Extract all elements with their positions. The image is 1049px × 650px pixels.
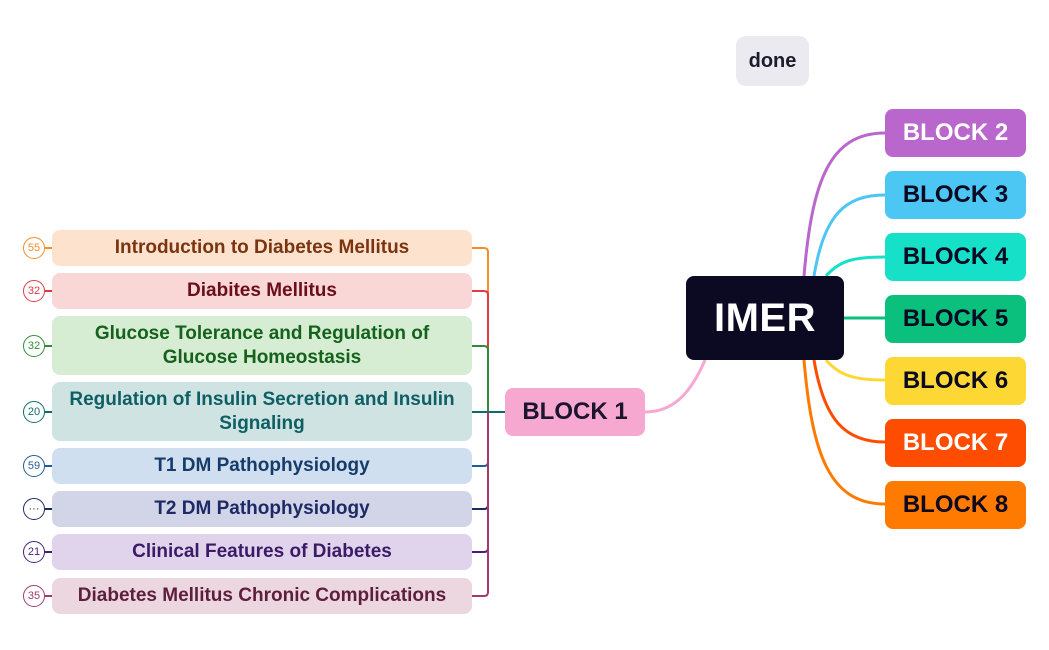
count-badge[interactable]: 21: [23, 541, 45, 563]
block-4-node[interactable]: BLOCK 4: [885, 233, 1026, 281]
connector-topic-5: [472, 412, 489, 467]
block-8-node[interactable]: BLOCK 8: [885, 481, 1026, 529]
connector-block-6: [824, 359, 886, 382]
root-node-imer[interactable]: IMER: [686, 276, 844, 360]
block-1-node[interactable]: BLOCK 1: [505, 388, 645, 436]
connector-topic-6: [472, 412, 489, 510]
count-badge[interactable]: 32: [23, 280, 45, 302]
block-5-node[interactable]: BLOCK 5: [885, 295, 1026, 343]
topic-t2-dm-pathophysiology[interactable]: T2 DM Pathophysiology: [52, 491, 472, 527]
topic-chronic-complications[interactable]: Diabetes Mellitus Chronic Complications: [52, 578, 472, 614]
connector-block-4: [824, 255, 886, 277]
connector-topic-1: [472, 247, 505, 413]
connector-block-2: [802, 131, 886, 277]
connector-block-1: [644, 359, 707, 414]
connector-topic-7: [472, 412, 489, 553]
count-badge[interactable]: 55: [23, 237, 45, 259]
topic-insulin-secretion-signaling[interactable]: Regulation of Insulin Secretion and Insu…: [52, 382, 472, 441]
topic-glucose-tolerance[interactable]: Glucose Tolerance and Regulation of Gluc…: [52, 316, 472, 375]
count-badge[interactable]: 35: [23, 585, 45, 607]
count-badge[interactable]: 59: [23, 455, 45, 477]
connector-topic-3: [472, 345, 489, 412]
connector-block-8: [802, 359, 886, 506]
block-3-node[interactable]: BLOCK 3: [885, 171, 1026, 219]
topic-clinical-features-of-diabetes[interactable]: Clinical Features of Diabetes: [52, 534, 472, 570]
count-badge[interactable]: 32: [23, 335, 45, 357]
topic-introduction-to-diabetes-mellitus[interactable]: Introduction to Diabetes Mellitus: [52, 230, 472, 266]
connector-block-7: [812, 359, 886, 444]
topic-diabites-mellitus[interactable]: Diabites Mellitus: [52, 273, 472, 309]
block-2-node[interactable]: BLOCK 2: [885, 109, 1026, 157]
connector-block-3: [812, 193, 886, 277]
count-badge[interactable]: 20: [23, 401, 45, 423]
connector-topic-2: [472, 290, 489, 412]
connector-topic-8: [472, 412, 489, 597]
done-button[interactable]: done: [736, 36, 809, 86]
block-7-node[interactable]: BLOCK 7: [885, 419, 1026, 467]
block-6-node[interactable]: BLOCK 6: [885, 357, 1026, 405]
more-icon[interactable]: ···: [23, 498, 45, 520]
topic-t1-dm-pathophysiology[interactable]: T1 DM Pathophysiology: [52, 448, 472, 484]
